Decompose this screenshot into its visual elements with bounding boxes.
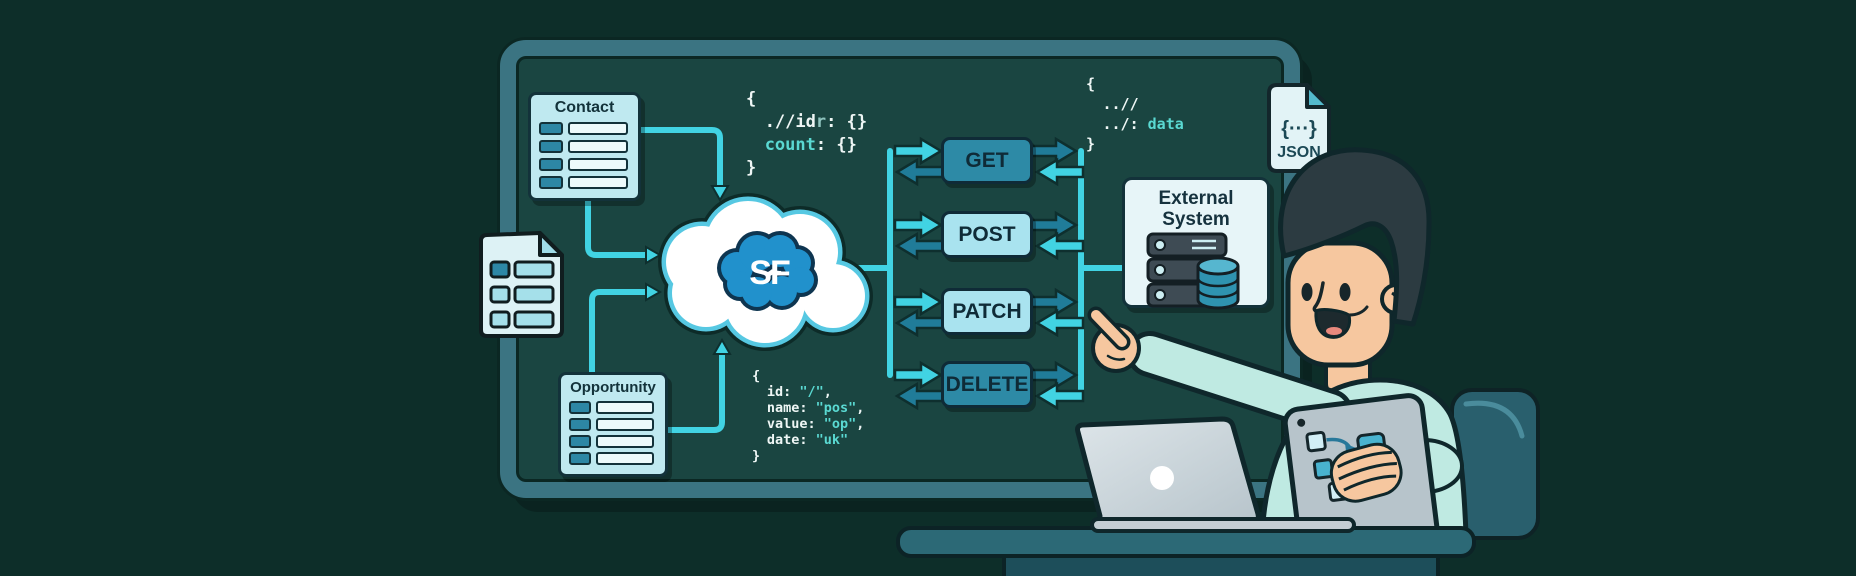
code-block-query: { .//idr: {} count: {} } <box>746 88 867 180</box>
record-row <box>569 435 665 448</box>
laptop-base <box>1090 517 1356 533</box>
record-row <box>539 158 638 171</box>
record-row <box>539 140 638 153</box>
record-field-cell <box>568 158 628 171</box>
record-field-cell <box>596 452 654 465</box>
tablet-camera-dot <box>1297 418 1306 427</box>
sf-label: SF <box>749 254 790 292</box>
code-line: } <box>746 158 757 178</box>
record-row <box>569 452 665 465</box>
code-line: ..// <box>1102 95 1139 113</box>
record-field-cell <box>569 401 591 414</box>
code-line: id: "/", <box>766 384 832 400</box>
code-line: { <box>752 368 761 384</box>
record-field-cell <box>568 140 628 153</box>
record-field-cell <box>596 401 654 414</box>
code-line: } <box>752 448 761 464</box>
record-row <box>539 176 638 189</box>
record-field-cell <box>568 122 628 135</box>
laptop-logo-dot <box>1150 466 1174 490</box>
code-line: { <box>1086 75 1096 93</box>
pointing-hand <box>1087 306 1141 373</box>
code-line: date: "uk" <box>766 432 849 448</box>
method-button-delete: DELETE <box>941 361 1033 408</box>
record-field-cell <box>569 452 591 465</box>
method-label: POST <box>958 222 1016 246</box>
tongue <box>1326 327 1342 335</box>
database-icon <box>1196 256 1240 310</box>
code-line: count: {} <box>764 135 857 155</box>
code-block-record: { id: "/", name: "pos", value: "op", dat… <box>752 368 864 464</box>
record-field-cell <box>539 158 563 171</box>
method-button-post: POST <box>941 211 1033 258</box>
record-field-cell <box>539 122 563 135</box>
desk <box>896 526 1476 576</box>
face <box>1285 240 1395 368</box>
method-label: GET <box>965 148 1009 172</box>
method-button-patch: PATCH <box>941 288 1033 335</box>
method-button-get: GET <box>941 137 1033 184</box>
document-icon <box>479 231 564 338</box>
external-system-title: External System <box>1158 188 1234 230</box>
record-field-cell <box>568 176 628 189</box>
opportunity-card: Opportunity <box>558 372 668 477</box>
json-label: JSON <box>1277 144 1321 161</box>
record-field-cell <box>569 435 591 448</box>
head <box>1278 147 1432 368</box>
opportunity-rows <box>561 396 665 465</box>
source-to-cloud-connectors <box>585 127 732 433</box>
code-block-response: { ..// ../: data } <box>1086 74 1184 154</box>
methods-to-external-collector <box>1078 148 1125 399</box>
json-braces-glyph: {···} <box>1281 118 1317 140</box>
hair <box>1278 147 1432 327</box>
pointing-arm <box>1087 306 1353 435</box>
contact-card-title: Contact <box>554 99 615 116</box>
record-row <box>569 418 665 431</box>
code-line: .//idr: {} <box>764 112 868 132</box>
salesforce-cloud: SF <box>658 193 873 351</box>
code-line: ../: data <box>1102 115 1184 133</box>
chair <box>1450 388 1540 540</box>
opportunity-card-title: Opportunity <box>570 379 656 396</box>
code-line: value: "op", <box>766 416 865 432</box>
contact-card: Contact <box>528 92 641 201</box>
external-system-card: External System <box>1122 177 1270 310</box>
contact-rows <box>531 117 638 189</box>
json-file-icon: {···} JSON <box>1259 77 1335 178</box>
sf-logo-blob: SF <box>717 231 818 311</box>
record-field-cell <box>569 418 591 431</box>
record-field-cell <box>539 176 563 189</box>
record-field-cell <box>539 140 563 153</box>
record-row <box>569 401 665 414</box>
right-eye <box>1339 283 1351 301</box>
code-line: name: "pos", <box>766 400 865 416</box>
method-label: DELETE <box>945 372 1029 396</box>
laptop <box>1075 416 1356 533</box>
record-field-cell <box>596 418 654 431</box>
method-label: PATCH <box>952 299 1022 323</box>
server-stack-icon <box>1146 232 1240 310</box>
code-line: } <box>1086 135 1096 153</box>
code-line: { <box>746 89 757 109</box>
record-field-cell <box>596 435 654 448</box>
record-row <box>539 122 638 135</box>
holding-hand <box>1329 442 1403 503</box>
left-eye <box>1301 283 1313 301</box>
